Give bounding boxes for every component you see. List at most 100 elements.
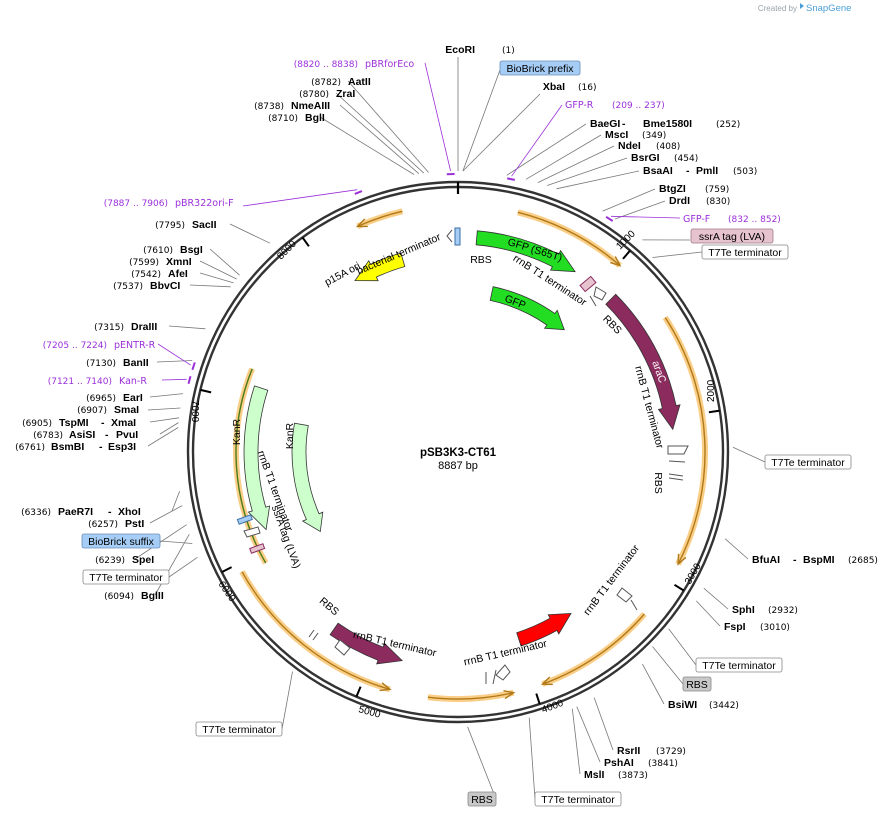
tick-mark-8 <box>301 236 310 247</box>
site-bsgi-name: BsgI <box>180 244 203 256</box>
leader-line-39 <box>199 272 234 284</box>
site-bsrgi-name: BsrGI <box>631 152 660 164</box>
orf-arrowhead-4 <box>379 682 392 692</box>
leader-line-24 <box>281 671 293 730</box>
site-msci-name: MscI <box>605 129 628 141</box>
site-psti-name: PstI <box>125 518 144 530</box>
snapgene-brand: SnapGene <box>806 3 851 14</box>
site-drdi-name: DrdI <box>669 195 690 207</box>
leader-line-8 <box>602 188 656 212</box>
mrfp1-arrow <box>516 612 572 647</box>
kanr-outer-arrow <box>243 385 271 531</box>
t7te-terminator-label-6: T7Te terminator <box>89 572 163 584</box>
site-rsrii-name: RsrII <box>617 745 640 757</box>
site-bgli-name: BglI <box>305 112 325 124</box>
leader-line-26 <box>159 540 193 544</box>
primer-mark-3 <box>605 215 614 222</box>
leader-line-17 <box>652 646 684 685</box>
gfp-arrow <box>489 286 565 331</box>
leader-line-2 <box>462 93 541 172</box>
t7te-terminator-box-6[interactable]: T7Te terminator <box>82 569 170 585</box>
site-drdi-pos: (830) <box>706 197 730 207</box>
orf-line-2 <box>542 613 645 685</box>
site-banii-pos: (7130) <box>86 359 116 369</box>
site-bsiwi-pos: (3442) <box>709 701 739 711</box>
primer-pentr-range: (7205 .. 7224) <box>43 341 107 351</box>
bacterial-terminator-icon <box>446 227 461 246</box>
primer-pbr322-range: (7887 .. 7906) <box>104 199 168 209</box>
tick-label-6000: 6000 <box>216 579 238 604</box>
site-bsmbi-name2: Esp3I <box>108 441 136 453</box>
terminator-glyph-lower-right <box>616 587 638 611</box>
site-fspi-pos: (3010) <box>760 623 790 633</box>
site-msci-pos: (349) <box>642 131 666 141</box>
primer-pbrforeco-name: pBRforEco <box>365 59 414 70</box>
site-nmeaiii-pos: (8738) <box>254 102 284 112</box>
site-eari-pos: (6965) <box>86 394 116 404</box>
site-paer7i-name: PaeR7I <box>58 506 93 518</box>
site-pshai-pos: (3841) <box>648 759 678 769</box>
primer-mark-2 <box>354 190 363 195</box>
site-bsmbi-name: BsmBI <box>51 441 84 453</box>
t7te-terminator-box-2[interactable]: T7Te terminator <box>764 454 852 470</box>
primer-kanr-range: (7121 .. 7140) <box>48 377 112 387</box>
site-btgzi-name: BtgZI <box>659 183 686 195</box>
orf-band-4 <box>239 570 391 693</box>
site-bfuai-name: BfuAI <box>752 554 780 566</box>
ssra-tag-box-label: ssrA tag (LVA) <box>699 231 765 243</box>
site-baegi-pos: (252) <box>716 120 740 130</box>
t7te-terminator-box-4[interactable]: T7Te terminator <box>534 791 622 807</box>
leader-line-21 <box>571 708 581 775</box>
leader-line-7 <box>556 170 640 190</box>
tick-mark-2 <box>708 409 720 414</box>
biobrick-prefix-box[interactable]: BioBrick prefix <box>499 60 581 76</box>
leader-line-44 <box>347 80 429 173</box>
tick-mark-6 <box>221 566 233 573</box>
t7te-terminator-label-1: T7Te terminator <box>708 247 782 259</box>
site-sphi-pos: (2932) <box>768 606 798 616</box>
orf-arrowhead-2 <box>540 676 553 686</box>
ssra-tag-box[interactable]: ssrA tag (LVA) <box>690 228 774 244</box>
kanr-inner-arrow <box>291 422 324 533</box>
primer-mark-5 <box>187 376 192 385</box>
arac-arrow-1 <box>605 293 681 431</box>
site-sacii-pos: (7795) <box>155 221 185 231</box>
site-psti-pos: (6257) <box>88 520 118 530</box>
rbs-box-2[interactable]: RBS <box>467 791 497 807</box>
t7te-terminator-label-2: T7Te terminator <box>771 457 845 469</box>
site-tspmi-pos: (6905) <box>22 419 52 429</box>
created-by-text: Created by <box>758 4 797 13</box>
rbs-box-1[interactable]: RBS <box>682 676 712 692</box>
site-msli-name: MslI <box>584 769 605 781</box>
site-xmni-name: XmnI <box>166 256 192 268</box>
p15a-ori-arrow <box>354 252 406 282</box>
orf-arrowhead-5 <box>355 218 368 228</box>
orf-arcs <box>233 208 709 702</box>
leader-line-6 <box>547 157 628 186</box>
t7te-terminator-label-4: T7Te terminator <box>541 794 615 806</box>
p15a-ori-label: p15A ori <box>323 260 363 289</box>
terminator-glyph-bottom <box>485 664 511 685</box>
leader-line-18 <box>642 663 665 705</box>
t7te-terminator-box-5[interactable]: T7Te terminator <box>195 721 283 737</box>
site-bglii-name: BglII <box>141 590 164 602</box>
leader-lines <box>134 57 766 800</box>
terminator-glyph-top <box>589 286 607 307</box>
snapgene-logo-icon <box>800 3 804 9</box>
biobrick-suffix-box[interactable]: BioBrick suffix <box>81 533 161 549</box>
leader-line-13 <box>724 538 749 560</box>
rbs-label-a: RBS <box>470 254 492 266</box>
site-baegi-name2: Bme1580I <box>643 118 692 130</box>
site-paer7i-pos: (6336) <box>21 508 51 518</box>
leader-line-20 <box>576 706 601 763</box>
gfp-label: GFP <box>503 293 528 312</box>
t7te-terminator-box-1[interactable]: T7Te terminator <box>701 244 789 260</box>
leader-line-35 <box>149 393 184 398</box>
site-bgli-pos: (8710) <box>268 114 298 124</box>
t7te-terminator-box-3[interactable]: T7Te terminator <box>695 657 783 673</box>
arac-label-2: araC <box>409 669 433 682</box>
leader-line-40 <box>199 260 237 280</box>
orf-line-1 <box>664 317 706 565</box>
